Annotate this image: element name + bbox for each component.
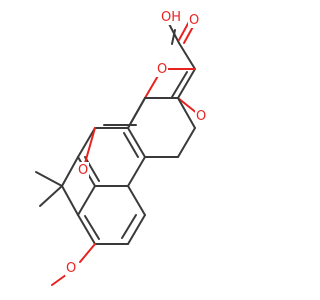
carboxyl-o-label: O <box>189 13 199 28</box>
pyranone-fused-bonds <box>144 97 196 158</box>
lower-aromatic-ring <box>77 185 146 245</box>
molecule-structure: OH O O O O O <box>35 9 207 286</box>
pyranone-o-label: O <box>157 62 167 77</box>
central-aromatic-ring <box>77 97 146 187</box>
ketone-o-label: O <box>196 109 206 124</box>
methoxy-o-label: O <box>66 261 76 276</box>
carboxyl-oh-label: OH <box>161 10 181 25</box>
chromene-o-label: O <box>78 163 88 178</box>
